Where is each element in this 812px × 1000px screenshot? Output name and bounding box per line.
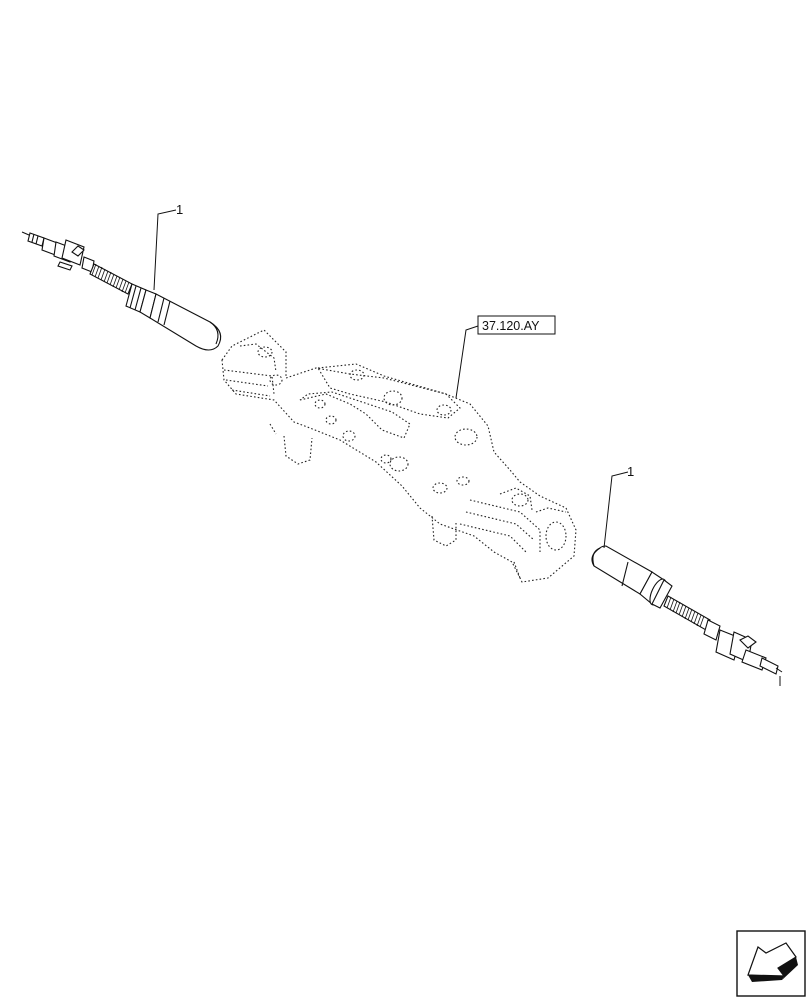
housing-reference-box[interactable] xyxy=(477,315,556,335)
housing-reference-label[interactable]: 37.120.AY xyxy=(482,319,540,333)
lower-sensor-callout: 1 xyxy=(627,464,634,479)
lift-housing-phantom[interactable] xyxy=(221,329,577,583)
lower-position-sensor[interactable] xyxy=(591,545,783,686)
housing-reference-leader-line xyxy=(455,325,479,399)
upper-sensor-leader-line xyxy=(153,209,177,291)
lower-sensor-leader-line xyxy=(603,471,629,549)
upper-sensor-callout: 1 xyxy=(176,202,183,217)
upper-position-sensor[interactable] xyxy=(21,231,222,351)
previous-page-arrow-icon[interactable] xyxy=(736,930,806,997)
